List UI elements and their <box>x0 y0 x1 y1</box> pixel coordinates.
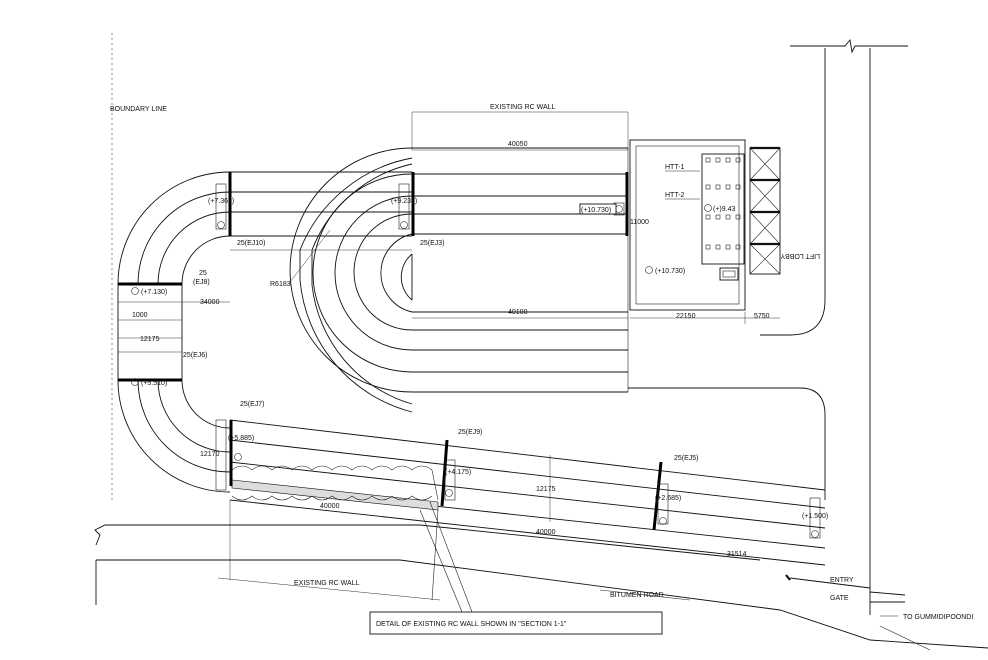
dim-1000: 1000 <box>132 312 148 319</box>
entry-label: ENTRY <box>830 577 854 584</box>
level-11: (+1.500) <box>802 513 828 520</box>
note-text: DETAIL OF EXISTING RC WALL SHOWN IN "SEC… <box>376 621 567 628</box>
dim-40000-left: 40000 <box>320 503 340 510</box>
dim-40000-mid: 40000 <box>536 529 556 536</box>
boundary-label: BOUNDARY LINE <box>110 106 167 113</box>
label-ej7: 25(EJ7) <box>240 401 265 408</box>
level-5: (+10.730) <box>655 268 685 275</box>
label-ej3: 25(EJ3) <box>420 240 445 247</box>
transformer-bay <box>701 153 745 265</box>
level-10: (+2.685) <box>655 495 681 502</box>
road-edge-top <box>94 524 761 561</box>
right-road-edge-inner <box>760 48 826 336</box>
gate-label: GATE <box>830 595 849 602</box>
panel-box <box>719 267 739 281</box>
building-block <box>629 139 746 311</box>
radius-label: R6183 <box>270 281 291 288</box>
label-ej10: 25(EJ10) <box>237 240 265 247</box>
htt2-label: HTT-2 <box>665 192 685 199</box>
dim-12170: 12170 <box>200 451 220 458</box>
level-2: (+9.235) <box>391 198 417 205</box>
dim-22150: 22150 <box>676 313 696 320</box>
label-ej9: 25(EJ9) <box>458 429 483 436</box>
dim-40050: 40050 <box>508 141 528 148</box>
level-1: (+7.365) <box>208 198 234 205</box>
dim-5750: 5750 <box>754 313 770 320</box>
label-ej8-top: 25 <box>199 270 207 277</box>
label-ej6: 25(EJ6) <box>183 352 208 359</box>
level-8: (+5.885) <box>228 435 254 442</box>
level-7: (+5.510) <box>141 380 167 387</box>
label-ej8-sub: (EJ8) <box>193 279 210 286</box>
existing-wall-top-label: EXISTING RC WALL <box>490 104 556 111</box>
top-road-break <box>790 38 908 54</box>
lift-structure <box>749 146 781 275</box>
dim-34000: 34000 <box>200 299 220 306</box>
level-6: (+7.130) <box>141 289 167 296</box>
existing-wall-bottom-label: EXISTING RC WALL <box>294 580 360 587</box>
level-3: (+10.730) <box>581 207 611 214</box>
joint-ej9 <box>440 439 449 507</box>
dim-12175-mid: 12175 <box>536 486 556 493</box>
note-box <box>369 611 663 635</box>
htt1-label: HTT-1 <box>665 164 685 171</box>
dim-11000: 11000 <box>630 219 649 226</box>
dim-31514: 31514 <box>727 551 747 558</box>
dim-12175: 12175 <box>140 336 160 343</box>
dim-40100: 40100 <box>508 309 528 316</box>
lift-label: LIFT LOBBY <box>780 252 820 259</box>
label-ej5: 25(EJ5) <box>674 455 699 462</box>
level-9: (+4.175) <box>445 469 471 476</box>
bitumen-road-label: BITUMEN ROAD <box>610 592 664 599</box>
joint-ej5 <box>652 461 663 531</box>
to-gummidipoondi-label: TO GUMMIDIPOONDI <box>903 614 973 621</box>
level-4: (+)9.43 <box>713 206 735 213</box>
road-edge-bottom <box>96 559 988 649</box>
